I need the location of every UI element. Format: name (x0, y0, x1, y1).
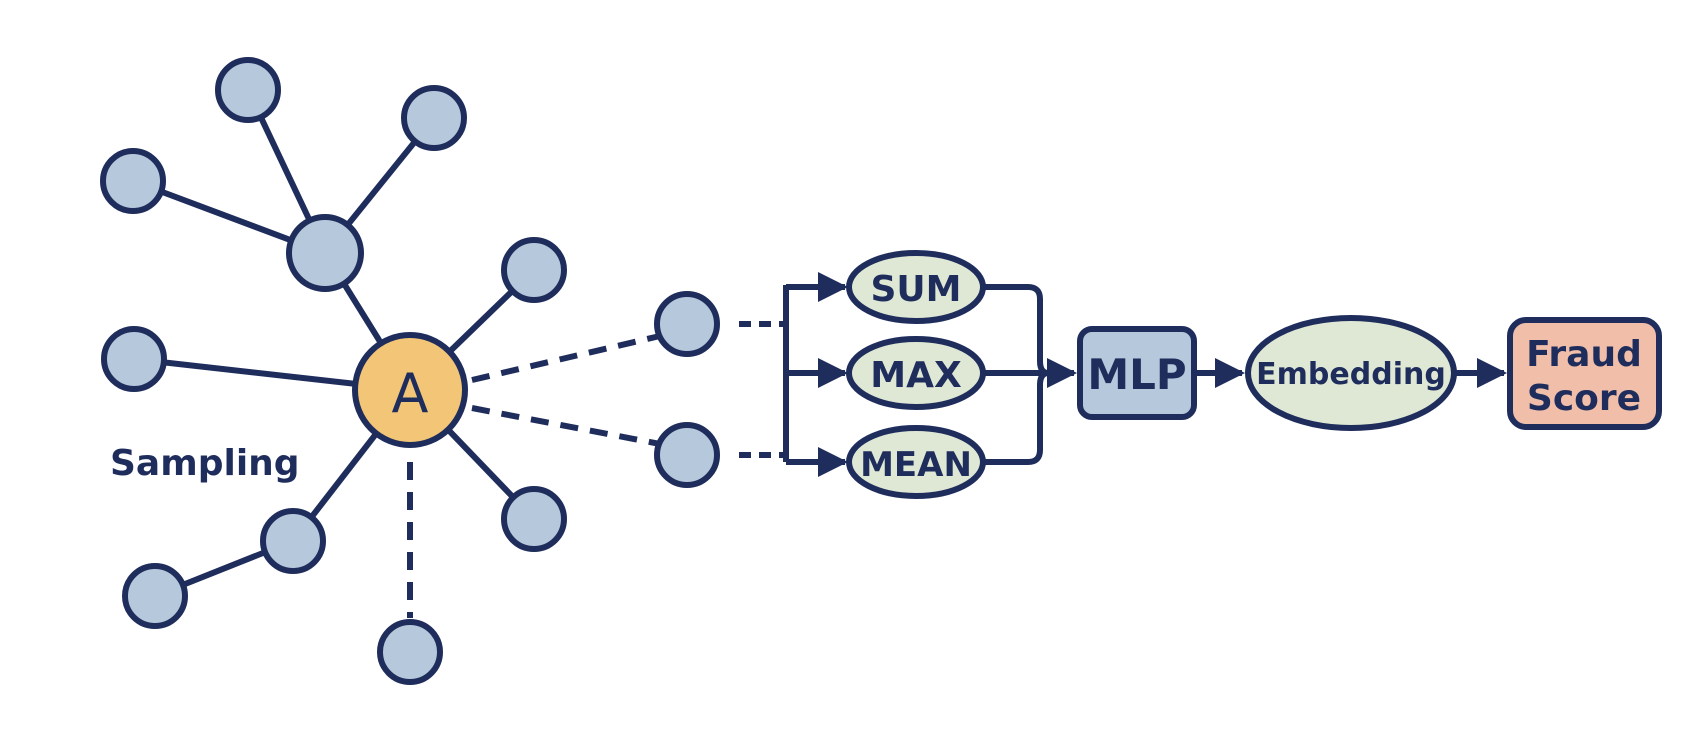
fanout-bracket (783, 272, 848, 477)
sample-connectors (739, 321, 786, 458)
node-bottom[interactable] (377, 619, 443, 685)
dashed-edge-sample-bottom (471, 405, 661, 447)
neighbor-nodes (100, 57, 720, 685)
node-lower-left[interactable] (260, 508, 326, 574)
aggregator-sum[interactable]: SUM (846, 250, 986, 324)
sampled-edges (407, 333, 661, 618)
dashed-edge-sample-top (471, 333, 661, 383)
mlp-label: MLP (1087, 350, 1186, 399)
node-top-right[interactable] (401, 85, 467, 151)
embedding-label: Embedding (1256, 357, 1446, 392)
sampling-label: Sampling (110, 443, 300, 484)
node-top[interactable] (215, 57, 281, 123)
aggregator-max-label: MAX (870, 355, 962, 396)
embedding-node[interactable]: Embedding (1245, 315, 1457, 431)
aggregator-mean[interactable]: MEAN (846, 425, 986, 499)
node-right-top[interactable] (501, 237, 567, 303)
sampled-node-bottom[interactable] (654, 422, 720, 488)
aggregator-max[interactable]: MAX (846, 336, 986, 410)
target-node[interactable]: A (352, 332, 468, 448)
aggregator-sum-label: SUM (871, 269, 962, 310)
node-hub[interactable] (286, 214, 364, 292)
target-node-label: A (392, 362, 429, 425)
fraud-score-output[interactable]: Fraud Score (1507, 317, 1662, 430)
aggregator-mean-label: MEAN (860, 445, 972, 485)
node-far-lower-left[interactable] (122, 563, 188, 629)
graph-edges (131, 88, 537, 599)
node-top-left[interactable] (100, 148, 166, 214)
merge-connector (983, 284, 1077, 465)
node-right-bottom[interactable] (501, 486, 567, 552)
mlp-block[interactable]: MLP (1077, 326, 1197, 420)
fraud-score-line1: Fraud (1526, 334, 1642, 375)
node-left[interactable] (101, 326, 167, 392)
target-node-circle[interactable] (352, 332, 468, 448)
sampled-node-top[interactable] (654, 291, 720, 357)
fraud-score-line2: Score (1527, 378, 1641, 419)
